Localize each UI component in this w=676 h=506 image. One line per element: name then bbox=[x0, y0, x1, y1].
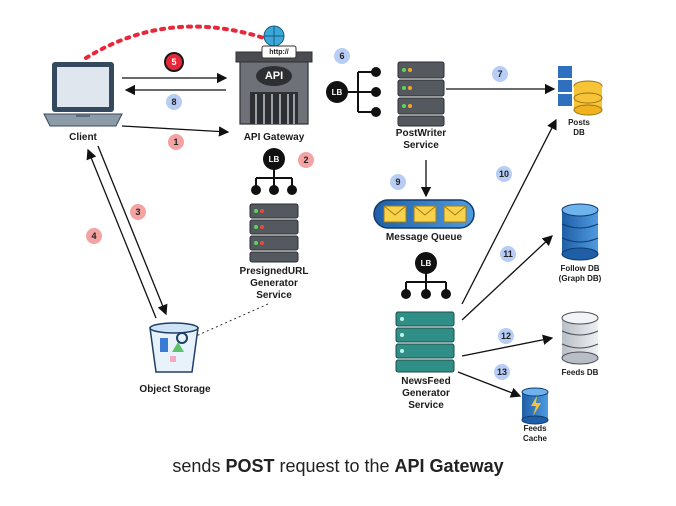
feeds-db-label: Feeds DB bbox=[561, 368, 599, 377]
client-label: Client bbox=[69, 132, 97, 143]
step-badge-2: 2 bbox=[298, 152, 314, 168]
arrow-step13-newsfeed-to-cache bbox=[457, 371, 522, 398]
connection-arrows bbox=[86, 72, 557, 398]
step-badge-3: 3 bbox=[130, 204, 146, 220]
presigned-server-icon bbox=[249, 203, 299, 263]
object-storage-icon bbox=[149, 322, 199, 373]
presigned-to-storage-dotted bbox=[195, 303, 269, 337]
arrow-step11-newsfeed-to-followdb bbox=[461, 235, 553, 321]
caption-bold-post: POST bbox=[225, 456, 275, 476]
message-queue-label: Message Queue bbox=[385, 232, 463, 243]
follow-db-label: Follow DB (Graph DB) bbox=[558, 264, 602, 283]
postwriter-label: PostWriter Service bbox=[395, 128, 447, 151]
posts-db-label: Posts DB bbox=[568, 118, 590, 137]
load-balancer-postwriter: LB bbox=[326, 81, 348, 103]
presigned-label: PresignedURL Generator Service bbox=[239, 266, 309, 301]
caption-text-pre: sends bbox=[172, 456, 226, 476]
newsfeed-label: NewsFeed Generator Service bbox=[401, 376, 451, 411]
caption-bold-gateway: API Gateway bbox=[394, 456, 504, 476]
step-badge-12: 12 bbox=[498, 328, 514, 344]
step-badge-10: 10 bbox=[496, 166, 512, 182]
lb-tree-postwriter bbox=[348, 67, 381, 117]
step-badge-5-active: 5 bbox=[164, 52, 184, 72]
follow-db-icon bbox=[561, 203, 599, 261]
step-badge-6: 6 bbox=[334, 48, 350, 64]
http-tag: http:// bbox=[269, 49, 289, 56]
arrow-step10-newsfeed-to-postsdb bbox=[461, 118, 557, 305]
api-gateway-icon bbox=[235, 25, 313, 125]
lb-tree-newsfeed bbox=[401, 272, 451, 299]
arrow-step12-newsfeed-to-feedsdb bbox=[461, 334, 554, 357]
arrow-step3-client-to-storage bbox=[97, 145, 168, 316]
posts-db-icon bbox=[558, 66, 603, 116]
api-gateway-label: API Gateway bbox=[243, 132, 305, 143]
caption-text-mid: request to the bbox=[274, 456, 395, 476]
step-badge-8: 8 bbox=[166, 94, 182, 110]
lb-tree-presigned bbox=[251, 168, 297, 195]
load-balancer-newsfeed: LB bbox=[415, 252, 437, 274]
load-balancer-presigned: LB bbox=[263, 148, 285, 170]
step-badge-1: 1 bbox=[168, 134, 184, 150]
laptop-icon bbox=[43, 62, 123, 127]
step-badge-13: 13 bbox=[494, 364, 510, 380]
step-caption: sends POST request to the API Gateway bbox=[0, 456, 676, 477]
api-sign-text: API bbox=[264, 70, 284, 82]
postwriter-server-icon bbox=[397, 61, 445, 127]
step-badge-7: 7 bbox=[492, 66, 508, 82]
arrow-step1-client-to-gateway bbox=[121, 125, 230, 137]
message-queue-icon bbox=[373, 199, 475, 229]
step-badge-11: 11 bbox=[500, 246, 516, 262]
feeds-cache-label: Feeds Cache bbox=[522, 424, 547, 443]
step-badge-9: 9 bbox=[390, 174, 406, 190]
step-badge-4: 4 bbox=[86, 228, 102, 244]
highlight-path bbox=[84, 24, 272, 60]
arrow-step4-storage-to-client bbox=[86, 148, 157, 319]
feeds-db-icon bbox=[561, 311, 599, 365]
newsfeed-server-icon bbox=[395, 311, 455, 373]
object-storage-label: Object Storage bbox=[139, 384, 211, 395]
feeds-cache-icon bbox=[521, 387, 549, 425]
